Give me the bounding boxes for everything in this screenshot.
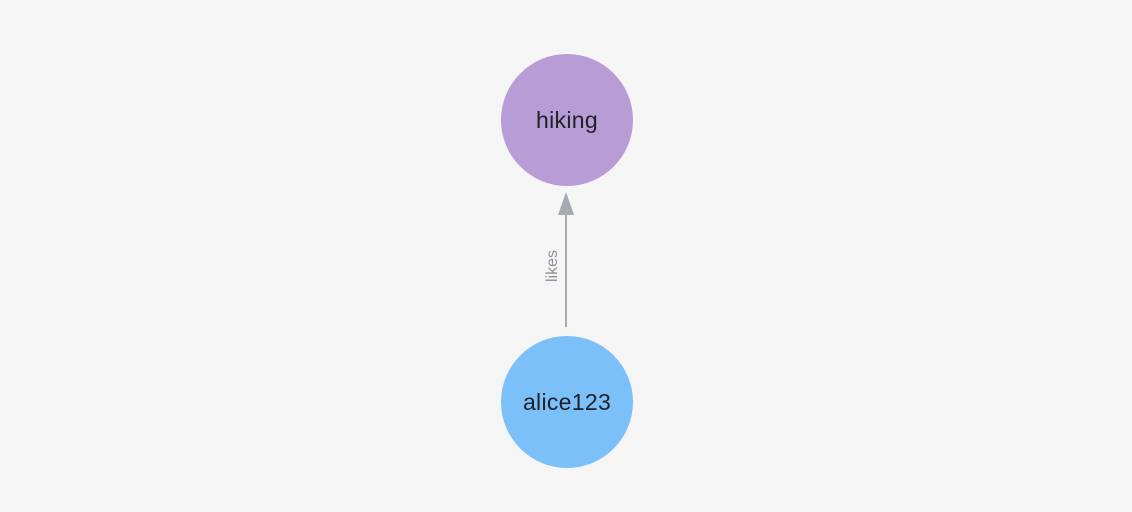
edge-line[interactable] <box>565 211 567 327</box>
arrowhead-up-icon <box>558 192 574 215</box>
node-hiking[interactable]: hiking <box>501 54 633 186</box>
node-alice123-label: alice123 <box>522 388 612 415</box>
node-hiking-label: hiking <box>536 106 598 133</box>
edge-label-likes[interactable]: likes <box>544 249 561 283</box>
node-alice123[interactable]: alice123 <box>501 336 633 468</box>
